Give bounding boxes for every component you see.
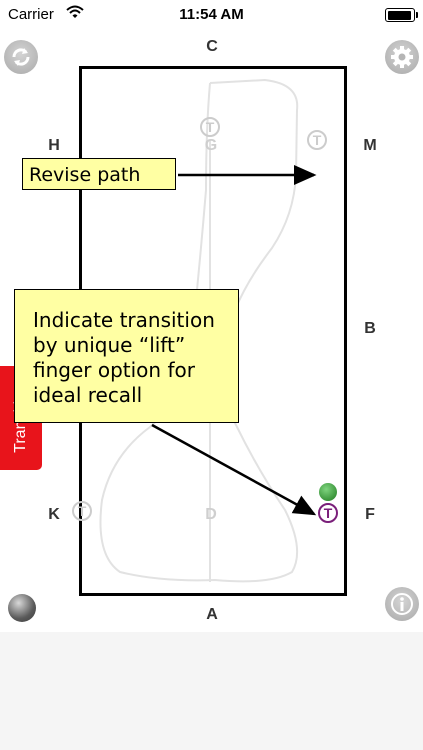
transition-marker[interactable]: T [72,501,92,521]
transition-note-line: finger option for [33,358,195,382]
arena-letter-g: G [204,137,218,154]
transition-marker[interactable]: T [200,117,220,137]
info-button[interactable] [385,587,419,621]
gear-icon [391,46,413,68]
transition-note-line: ideal recall [33,383,143,407]
arena-letter-b: B [364,320,376,337]
arena-letter-m: M [363,137,377,154]
battery-icon [385,8,418,22]
ball-button[interactable] [8,594,36,622]
info-icon [391,593,413,615]
bottom-panel [0,632,423,750]
transition-note: Indicate transition by unique “lift” fin… [14,289,239,423]
revise-path-note: Revise path [22,158,176,190]
settings-button[interactable] [385,40,419,74]
carrier-label: Carrier [8,6,54,23]
arena-letter-d: D [205,506,217,523]
status-bar: Carrier 11:54 AM [0,0,423,30]
arena-letter-h: H [48,137,60,154]
refresh-button[interactable] [4,40,38,74]
transition-note-line: Indicate transition [33,308,215,332]
active-transition-marker[interactable]: T [318,503,338,523]
green-position-marker[interactable] [319,483,337,501]
refresh-icon [12,48,30,66]
transition-note-line: by unique “lift” [33,333,186,357]
transition-marker[interactable]: T [307,130,327,150]
arena-letter-a: A [206,606,218,623]
arena-letter-k: K [48,506,60,523]
wifi-icon [66,5,84,18]
arena-letter-f: F [365,506,375,523]
clock: 11:54 AM [179,6,244,23]
arena-letter-c: C [206,38,218,55]
transition-arrow [151,423,317,516]
